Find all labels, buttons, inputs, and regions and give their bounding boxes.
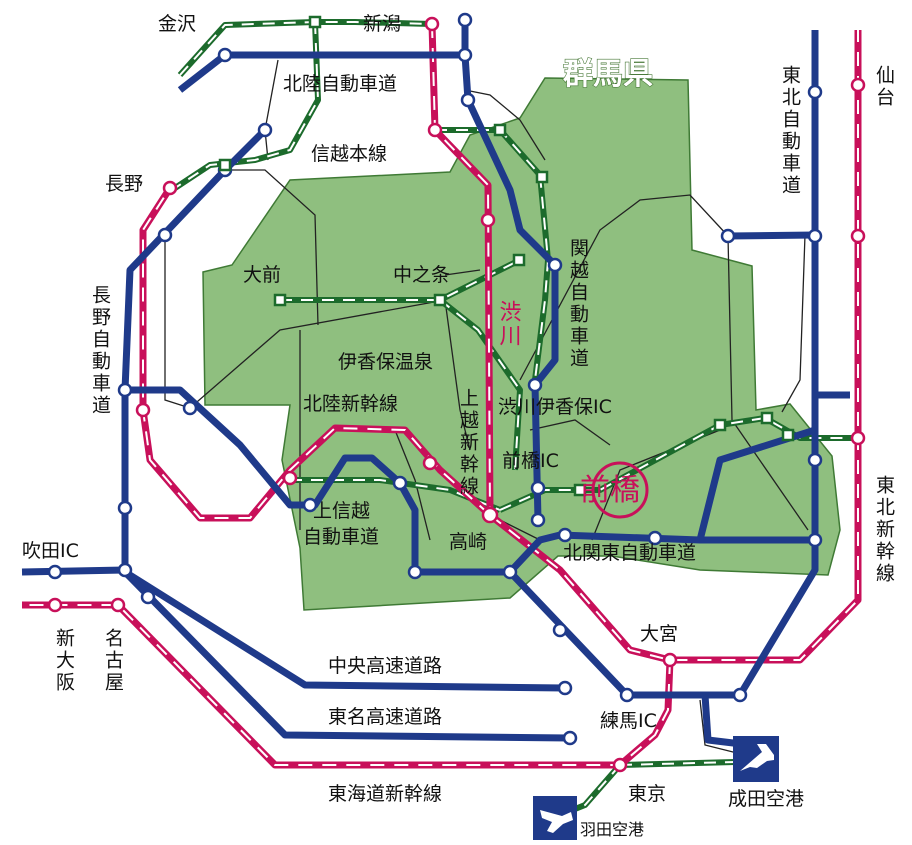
maebashi-ic-label: 前橋IC	[502, 450, 559, 472]
tomei-expressway-label: 東名高速道路	[328, 706, 442, 728]
stations	[47, 12, 866, 773]
narita-airport-label: 成田空港	[728, 788, 804, 810]
joetsu-shinkansen-label: 上越新幹線	[457, 388, 479, 498]
nakanojo-label: 中之条	[393, 264, 450, 286]
ikaho-onsen-label: 伊香保温泉	[338, 351, 433, 373]
niigata-label: 新潟	[363, 13, 401, 35]
shinetsu-line-label: 信越本線	[311, 143, 387, 165]
suita-ic-label: 吹田IC	[22, 540, 79, 562]
narita-airport-icon	[733, 736, 779, 782]
nagano-expressway-label: 長野自動車道	[89, 285, 111, 417]
tohoku-expressway-label: 東北自動車道	[779, 65, 801, 197]
kanazawa-label: 金沢	[158, 13, 196, 35]
maebashi-marker	[591, 461, 649, 519]
haneda-airport-label: 羽田空港	[580, 820, 644, 839]
nagano-label: 長野	[105, 173, 143, 195]
joshinetsu-expressway-label: 上信越 自動車道	[303, 500, 379, 548]
tohoku-shinkansen-label: 東北新幹線	[873, 475, 895, 585]
takasaki-label: 高崎	[449, 531, 487, 553]
tokyo-label: 東京	[628, 783, 666, 805]
nagoya-label: 名古屋	[102, 628, 124, 694]
hokuriku-expressway-label: 北陸自動車道	[283, 73, 397, 95]
kitakanto-expressway-label: 北関東自動車道	[563, 542, 696, 564]
sendai-label: 仙台	[873, 65, 895, 109]
shibukawa-label: 渋川	[496, 300, 522, 348]
maebashi-city-label: 前橋	[580, 473, 640, 508]
hokuriku-shinkansen-label: 北陸新幹線	[303, 393, 398, 415]
omae-label: 大前	[243, 264, 281, 286]
chuo-expressway-label: 中央高速道路	[328, 655, 442, 677]
prefecture-label: 群馬県	[563, 57, 653, 92]
shin-osaka-label: 新大阪	[53, 628, 75, 694]
tokaido-shinkansen-label: 東海道新幹線	[328, 783, 442, 805]
nerima-ic-label: 練馬IC	[600, 710, 657, 732]
kanetsu-expressway-label: 関越自動車道	[567, 238, 589, 370]
shibukawa-ikaho-ic-label: 渋川伊香保IC	[498, 396, 612, 418]
omiya-label: 大宮	[640, 623, 678, 645]
haneda-airport-icon	[533, 796, 577, 840]
